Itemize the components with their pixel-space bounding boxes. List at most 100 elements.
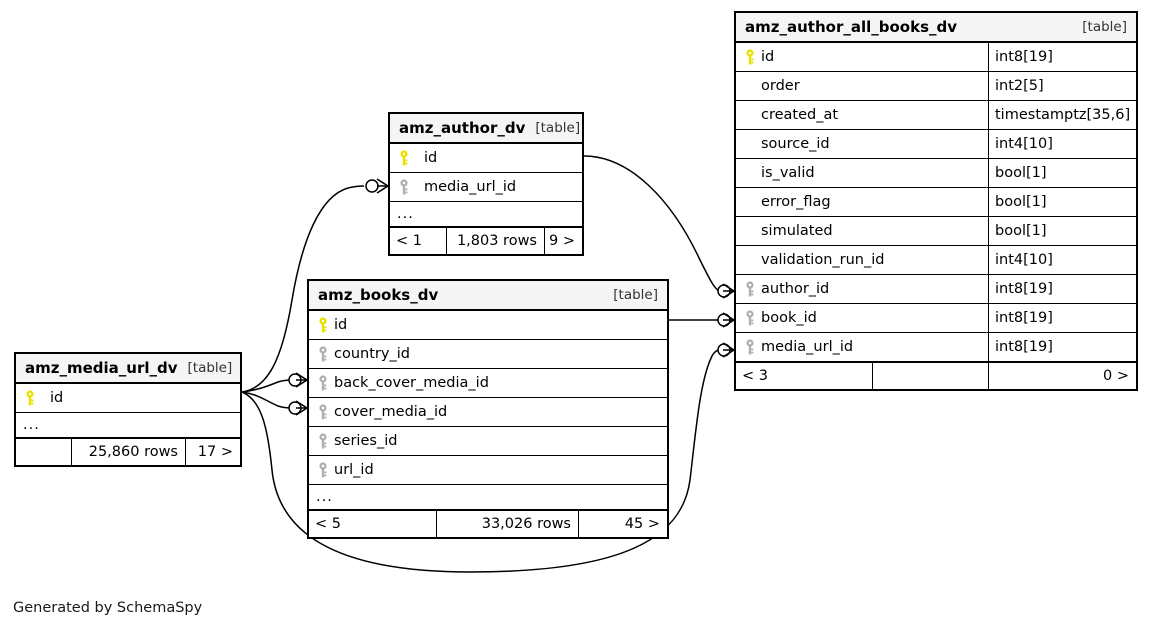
column-name-cell: simulated: [736, 217, 988, 245]
footer-prev-count[interactable]: < 5: [315, 516, 341, 532]
more-columns-ellipsis: ...: [16, 413, 240, 438]
column-name-cell: is_valid: [736, 159, 988, 187]
foreign-key-icon: [316, 403, 330, 421]
column-type: int8[19]: [988, 333, 1136, 361]
column-name: id: [50, 390, 64, 406]
table-title: amz_books_dv: [318, 286, 439, 304]
column-name: media_url_id: [424, 179, 517, 195]
no-key-icon: [743, 165, 757, 182]
footer-next-count[interactable]: 0 >: [988, 363, 1136, 389]
column-type: int4[10]: [988, 130, 1136, 158]
column-type: int8[19]: [988, 43, 1136, 71]
column-type: bool[1]: [988, 159, 1136, 187]
column-name-cell: source_id: [736, 130, 988, 158]
column-type: int4[10]: [988, 246, 1136, 274]
table-row[interactable]: media_url_id: [390, 173, 582, 202]
foreign-key-icon: [316, 345, 330, 363]
foreign-key-icon: [743, 338, 757, 356]
table-row[interactable]: country_id: [309, 340, 667, 369]
table-row[interactable]: url_id: [309, 456, 667, 485]
no-key-icon: [743, 136, 757, 153]
foreign-key-icon: [316, 461, 330, 479]
column-name: cover_media_id: [334, 404, 448, 420]
table-row[interactable]: created_at timestamptz[35,6]: [736, 101, 1136, 130]
column-name: series_id: [334, 433, 398, 449]
table-kind-label: [table]: [1082, 19, 1127, 35]
connector-media-to-cover-media: [241, 391, 293, 409]
footer-next-count[interactable]: 17 >: [185, 439, 240, 465]
table-row[interactable]: series_id: [309, 427, 667, 456]
primary-key-icon: [23, 389, 37, 407]
column-name: author_id: [761, 281, 830, 297]
footer-next-count[interactable]: 9 >: [544, 228, 582, 254]
column-name-cell: created_at: [736, 101, 988, 129]
table-amz-author-all-books-dv[interactable]: amz_author_all_books_dv [table] id int8[…: [734, 11, 1138, 391]
column-name-cell: id: [16, 384, 240, 412]
table-row[interactable]: cover_media_id: [309, 398, 667, 427]
column-name: simulated: [761, 223, 833, 239]
no-key-icon: [743, 252, 757, 269]
primary-key-icon: [316, 316, 330, 334]
column-name-cell: id: [309, 311, 667, 339]
generator-credit: Generated by SchemaSpy: [13, 600, 203, 616]
primary-key-icon: [397, 149, 411, 167]
table-amz-author-dv[interactable]: amz_author_dv [table] id media_url_id ..…: [388, 112, 584, 256]
more-columns-ellipsis: ...: [309, 485, 667, 510]
footer-row-count: [872, 363, 988, 389]
column-name-cell: book_id: [736, 304, 988, 332]
table-kind-label: [table]: [535, 120, 581, 136]
table-row[interactable]: media_url_id int8[19]: [736, 333, 1136, 362]
column-name: id: [334, 317, 348, 333]
table-row[interactable]: validation_run_id int4[10]: [736, 246, 1136, 275]
column-type: timestamptz[35,6]: [988, 101, 1136, 129]
table-title: amz_author_all_books_dv: [745, 18, 958, 36]
foreign-key-icon: [316, 374, 330, 392]
footer-row-count: 33,026 rows: [436, 511, 578, 537]
table-row[interactable]: id: [309, 311, 667, 340]
table-footer: < 5 33,026 rows 45 >: [309, 510, 667, 537]
table-row[interactable]: back_cover_media_id: [309, 369, 667, 398]
table-amz-books-dv[interactable]: amz_books_dv [table] id country_id: [307, 279, 669, 539]
connector-media-to-back-cover: [241, 379, 293, 393]
column-name: id: [761, 49, 775, 65]
table-row[interactable]: id int8[19]: [736, 43, 1136, 72]
column-type: bool[1]: [988, 188, 1136, 216]
column-name: order: [761, 78, 800, 94]
footer-prev-count[interactable]: [16, 439, 71, 465]
table-row[interactable]: author_id int8[19]: [736, 275, 1136, 304]
footer-row-count: 1,803 rows: [446, 228, 544, 254]
table-header: amz_media_url_dv [table]: [16, 354, 240, 384]
foreign-key-icon: [743, 280, 757, 298]
table-title: amz_author_dv: [399, 119, 526, 137]
table-row[interactable]: is_valid bool[1]: [736, 159, 1136, 188]
table-row[interactable]: order int2[5]: [736, 72, 1136, 101]
column-name-cell: media_url_id: [390, 173, 582, 201]
column-name-cell: author_id: [736, 275, 988, 303]
column-name: error_flag: [761, 194, 831, 210]
table-row[interactable]: id: [390, 144, 582, 173]
table-amz-media-url-dv[interactable]: amz_media_url_dv [table] id ... 25,860 r…: [14, 352, 242, 467]
more-columns-ellipsis: ...: [390, 202, 582, 227]
table-row[interactable]: error_flag bool[1]: [736, 188, 1136, 217]
table-row[interactable]: simulated bool[1]: [736, 217, 1136, 246]
column-name: media_url_id: [761, 339, 854, 355]
table-header: amz_author_all_books_dv [table]: [736, 13, 1136, 43]
table-kind-label: [table]: [613, 287, 658, 303]
table-row[interactable]: id: [16, 384, 240, 413]
column-name-cell: back_cover_media_id: [309, 369, 667, 397]
footer-next-count[interactable]: 45 >: [578, 511, 667, 537]
table-footer: < 3 0 >: [736, 362, 1136, 389]
column-type: int8[19]: [988, 304, 1136, 332]
column-name-cell: id: [736, 43, 988, 71]
column-name: validation_run_id: [761, 252, 885, 268]
table-row[interactable]: book_id int8[19]: [736, 304, 1136, 333]
foreign-key-icon: [316, 432, 330, 450]
column-name-cell: validation_run_id: [736, 246, 988, 274]
footer-row-count: 25,860 rows: [71, 439, 185, 465]
column-name: source_id: [761, 136, 830, 152]
column-type: int2[5]: [988, 72, 1136, 100]
footer-prev-count[interactable]: < 3: [742, 368, 768, 384]
footer-prev-count[interactable]: < 1: [396, 233, 422, 249]
table-row[interactable]: source_id int4[10]: [736, 130, 1136, 159]
column-name: back_cover_media_id: [334, 375, 489, 391]
